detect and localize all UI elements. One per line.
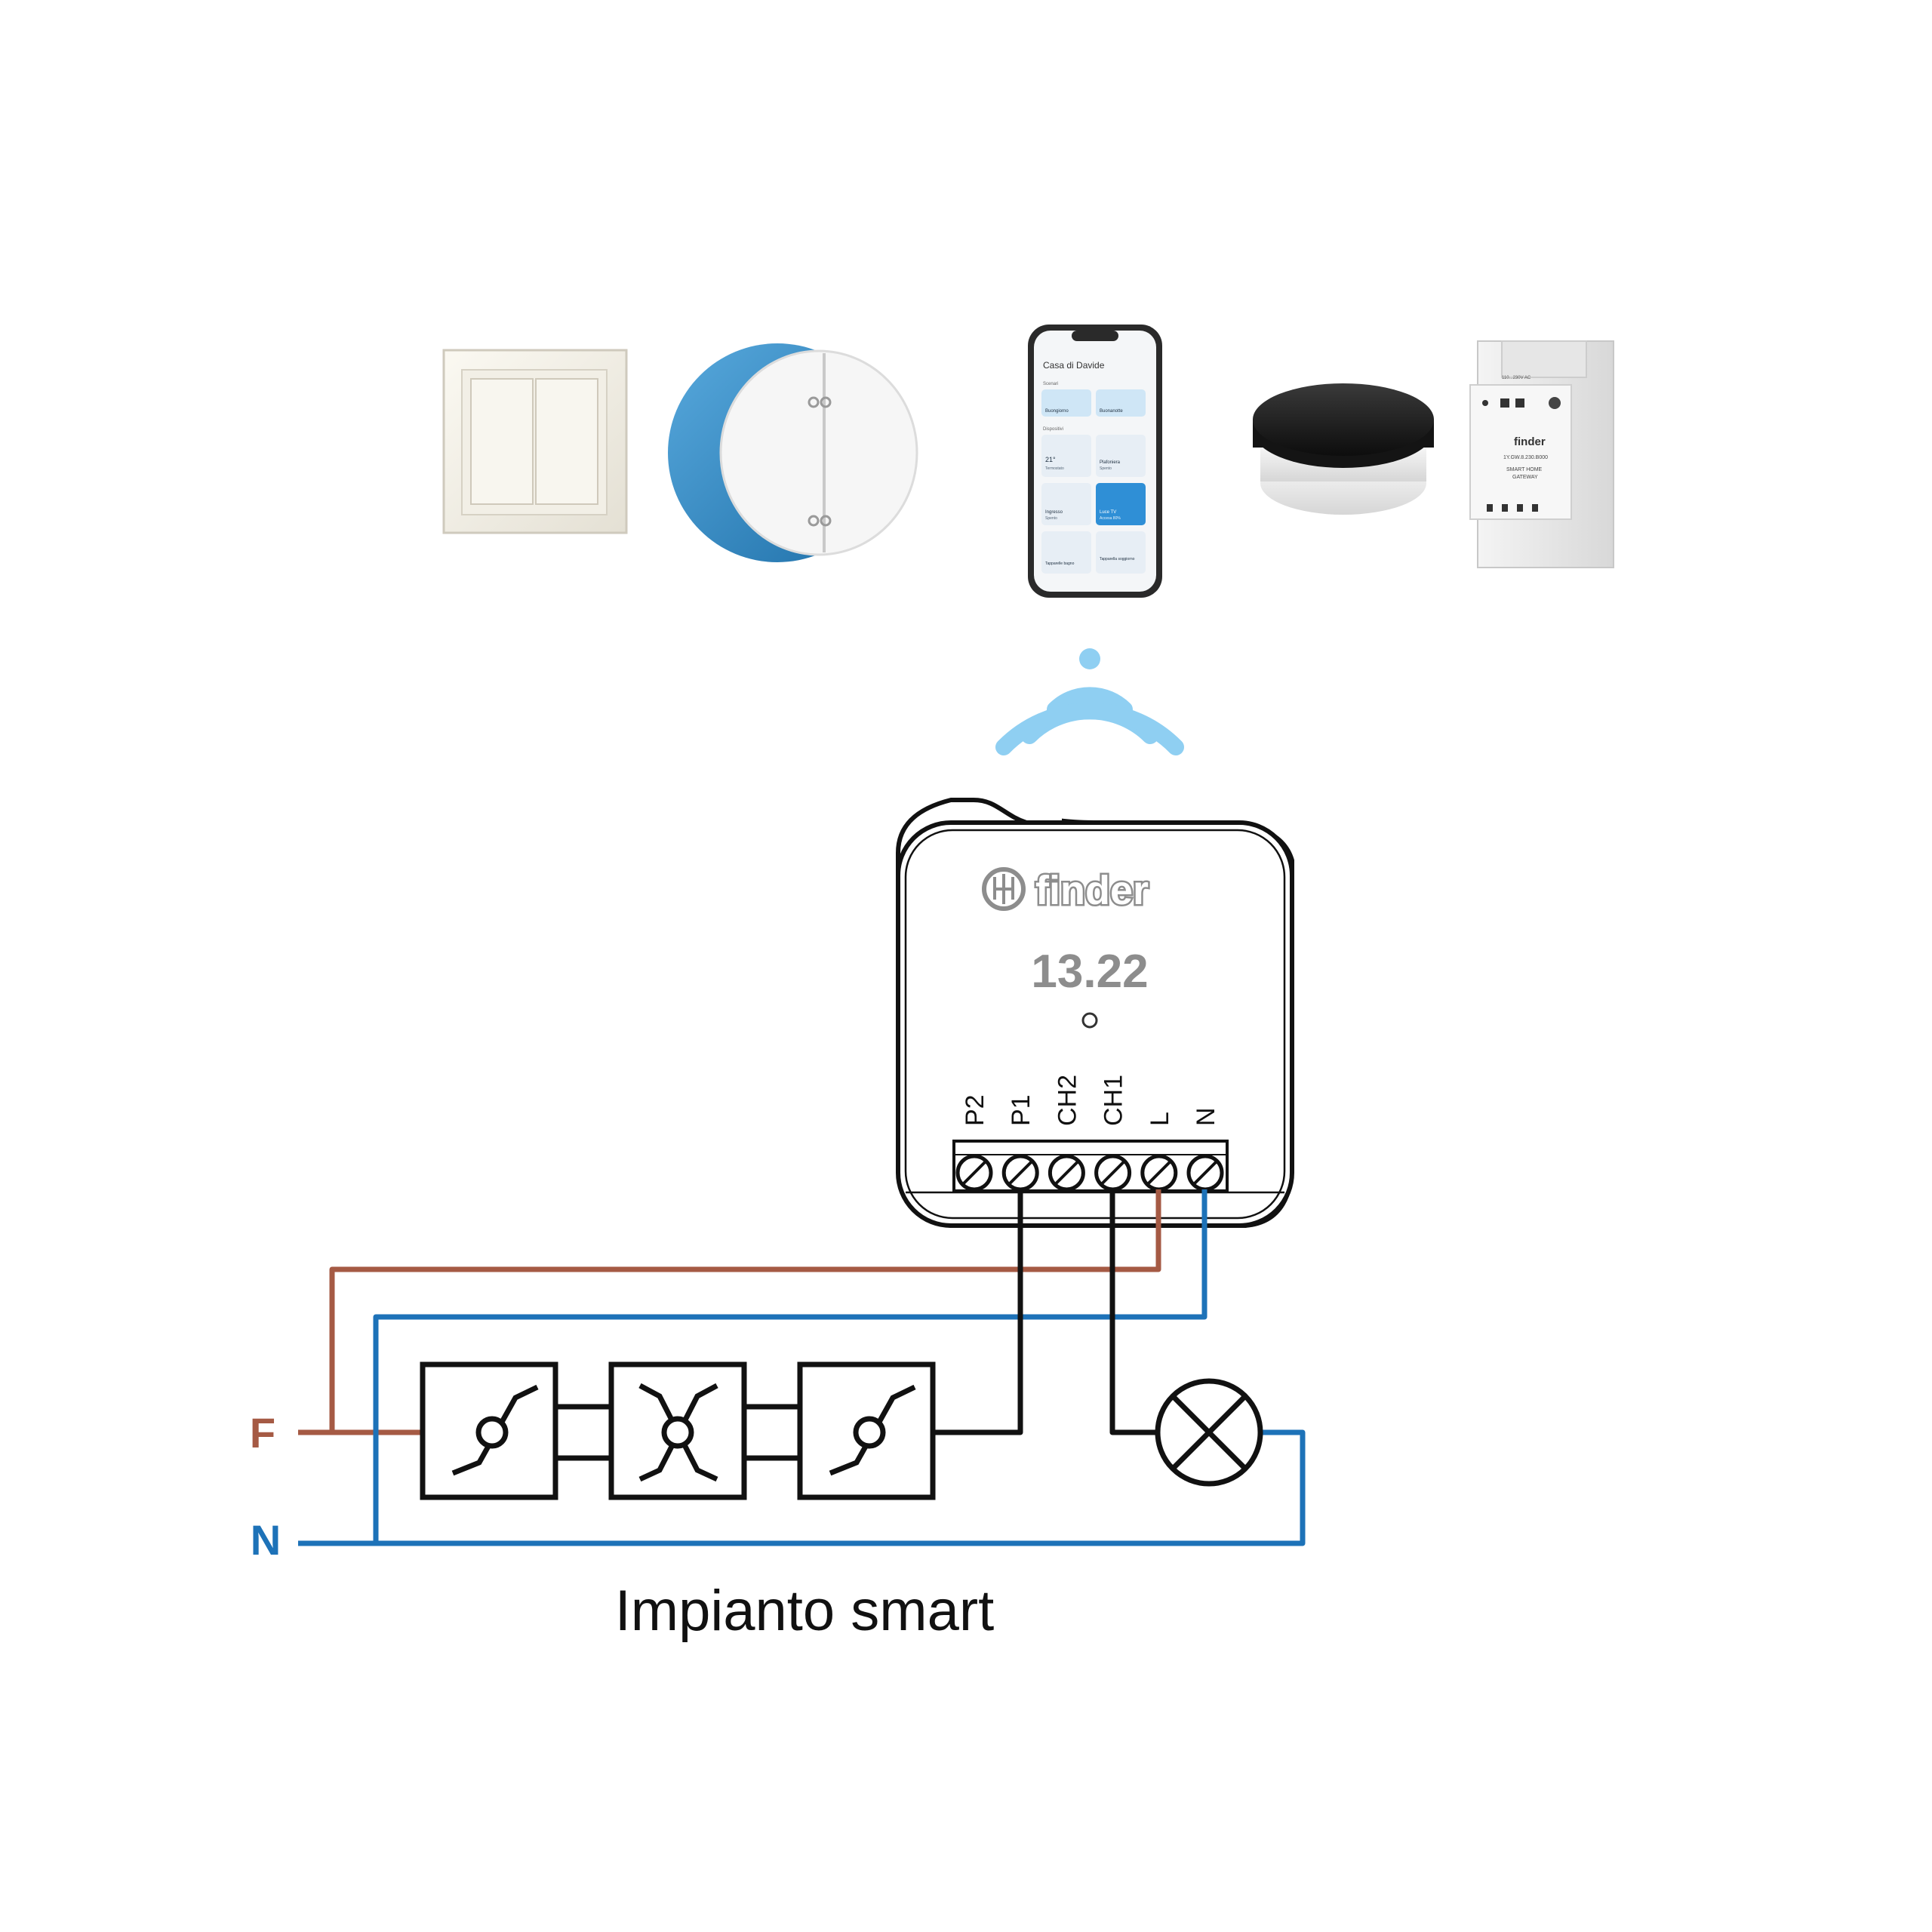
svg-text:Spento: Spento xyxy=(1045,516,1057,521)
svg-text:Accesa 80%: Accesa 80% xyxy=(1100,516,1121,521)
remote-puck-image xyxy=(668,343,918,562)
gateway-label-line2: GATEWAY xyxy=(1512,475,1538,480)
p1-wire xyxy=(933,1189,1023,1435)
module-led xyxy=(1081,1012,1098,1029)
terminal-label-n: N xyxy=(1192,1107,1220,1126)
switch-links xyxy=(555,1404,800,1461)
gateway-model: 1Y.GW.8.230.B000 xyxy=(1503,455,1548,460)
svg-text:Plafoniera: Plafoniera xyxy=(1100,460,1121,465)
svg-text:Buongiorno: Buongiorno xyxy=(1045,409,1069,414)
svg-text:Ingresso: Ingresso xyxy=(1045,510,1063,515)
terminal-screw-slot xyxy=(1100,1160,1126,1186)
gateway-brand: finder xyxy=(1514,435,1546,448)
smartphone-image: Casa di Davide Scenari Buongiorno Buonan… xyxy=(1028,325,1162,598)
finder-logo: finder xyxy=(982,866,1151,915)
din-gateway-image: finder 1Y.GW.8.230.B000 SMART HOME GATEW… xyxy=(1469,340,1614,568)
gateway-label-line1: SMART HOME xyxy=(1506,467,1543,472)
gateway-voltage: 110...230V AC xyxy=(1502,376,1531,380)
module-model: 13.22 xyxy=(1031,946,1148,998)
svg-text:Tapparella soggiorno: Tapparella soggiorno xyxy=(1100,557,1135,561)
hub-image xyxy=(1253,383,1434,515)
wireless-signal-icon xyxy=(995,648,1184,755)
neutral-label: N xyxy=(251,1516,281,1564)
terminal-label-p2: P2 xyxy=(961,1094,989,1126)
ch1-wire xyxy=(1109,1189,1158,1435)
app-home-title: Casa di Davide xyxy=(1043,360,1105,371)
svg-text:Spento: Spento xyxy=(1100,466,1112,471)
wiring xyxy=(298,1189,1306,1546)
svg-text:Tapparelle bagno: Tapparelle bagno xyxy=(1045,561,1075,566)
svg-text:21°: 21° xyxy=(1045,456,1056,463)
terminal-label-ch2: CH2 xyxy=(1053,1075,1081,1126)
phase-wire xyxy=(298,1189,1161,1435)
neutral-wire xyxy=(298,1189,1208,1546)
svg-text:Luce TV: Luce TV xyxy=(1100,510,1116,515)
app-section-scenes: Scenari xyxy=(1043,382,1058,386)
lamp-icon xyxy=(1155,1378,1263,1487)
terminal-label-ch1: CH1 xyxy=(1100,1075,1128,1126)
terminal-screw-slot xyxy=(961,1160,987,1186)
switch-deviator-left xyxy=(420,1361,558,1500)
module-brand: finder xyxy=(1035,868,1149,913)
terminal-label-l: L xyxy=(1146,1112,1174,1126)
svg-text:Buonanotte: Buonanotte xyxy=(1100,409,1123,414)
switch-deviator-right xyxy=(797,1361,936,1500)
svg-text:Termostato: Termostato xyxy=(1045,466,1064,471)
terminal-label-p1: P1 xyxy=(1007,1094,1035,1126)
terminal-screw-slot xyxy=(1008,1160,1033,1186)
phase-label: F xyxy=(250,1409,275,1457)
terminal-screw-slot xyxy=(1146,1160,1172,1186)
switch-inverter-middle xyxy=(608,1361,747,1500)
wall-switch-image xyxy=(442,349,628,534)
terminal-screw-slot xyxy=(1054,1160,1079,1186)
caption: Impianto smart xyxy=(615,1579,995,1643)
terminal-screw-slot xyxy=(1192,1160,1218,1186)
app-section-devices: Dispositivi xyxy=(1043,427,1063,432)
terminal-block xyxy=(952,1140,1229,1192)
